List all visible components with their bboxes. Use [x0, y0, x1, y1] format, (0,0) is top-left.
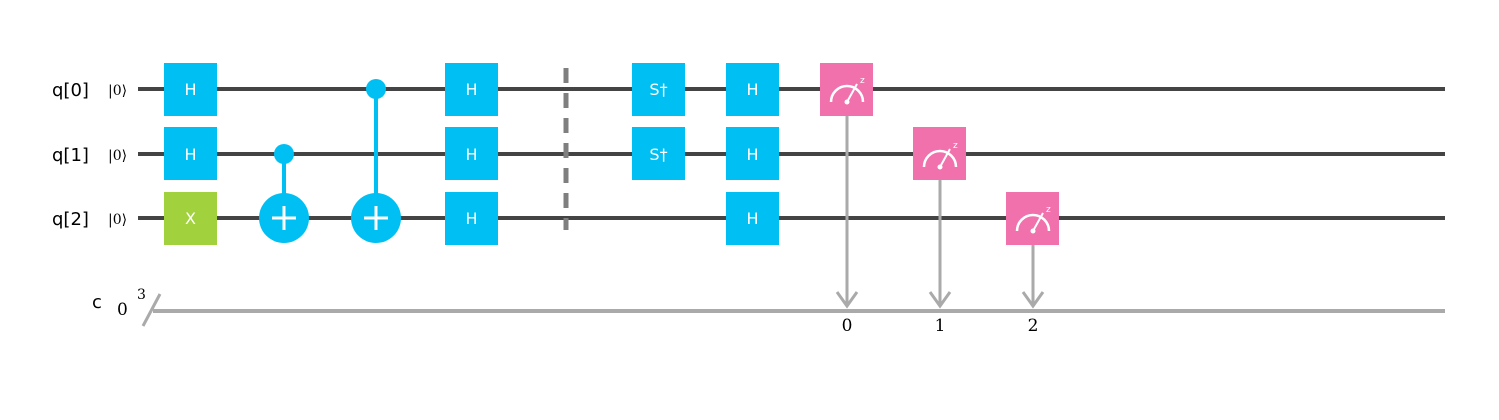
creg-bit-label-0: 0: [842, 316, 853, 336]
sdg-gate-q0: S†: [632, 63, 685, 116]
svg-text:z: z: [1046, 205, 1051, 215]
svg-text:S†: S†: [649, 145, 667, 164]
creg-init: 0: [117, 300, 128, 320]
h-gate-q1-col6: H: [726, 127, 779, 180]
svg-text:H: H: [465, 209, 477, 228]
qubit-init-2: |0⟩: [108, 212, 127, 228]
qubit-label-2: q[2]: [52, 209, 89, 230]
h-gate-q1-col1: H: [164, 127, 217, 180]
h-gate-q1-col4: H: [445, 127, 498, 180]
svg-text:z: z: [860, 76, 865, 86]
creg-bit-label-1: 1: [935, 316, 946, 336]
svg-text:H: H: [465, 80, 477, 99]
svg-text:H: H: [746, 145, 758, 164]
sdg-gate-q1: S†: [632, 127, 685, 180]
svg-text:H: H: [184, 145, 196, 164]
qubit-label-1: q[1]: [52, 145, 89, 166]
svg-text:H: H: [465, 145, 477, 164]
cnot-target-icon: [351, 193, 401, 243]
meter-icon: z: [829, 76, 865, 105]
creg-label: c: [92, 292, 102, 313]
qubit-label-0: q[0]: [52, 80, 89, 101]
control-dot-icon: [274, 144, 294, 164]
qubit-init-1: |0⟩: [108, 148, 127, 164]
control-dot-icon: [366, 79, 386, 99]
measure-q0: z: [820, 63, 873, 309]
measure-q1: z: [913, 127, 966, 309]
cnot-q1-q2: [259, 144, 309, 243]
creg-size: 3: [137, 287, 146, 303]
svg-text:S†: S†: [649, 80, 667, 99]
svg-text:z: z: [953, 141, 958, 151]
svg-text:H: H: [746, 209, 758, 228]
qubit-init-0: |0⟩: [108, 83, 127, 99]
h-gate-q2-col6: H: [726, 192, 779, 245]
h-gate-q0-col4: H: [445, 63, 498, 116]
svg-text:H: H: [184, 80, 196, 99]
svg-text:H: H: [746, 80, 758, 99]
measure-q2: z: [1006, 192, 1059, 309]
h-gate-q2-col4: H: [445, 192, 498, 245]
x-gate-q2: X: [164, 192, 217, 245]
cnot-target-icon: [259, 193, 309, 243]
h-gate-q0-col6: H: [726, 63, 779, 116]
meter-icon: z: [1015, 205, 1051, 234]
h-gate-q0-col1: H: [164, 63, 217, 116]
creg-bundle-slash: [141, 293, 162, 327]
svg-text:X: X: [185, 209, 196, 228]
creg-bit-label-2: 2: [1028, 316, 1039, 336]
cnot-q0-q2: [351, 79, 401, 243]
meter-icon: z: [922, 141, 958, 170]
